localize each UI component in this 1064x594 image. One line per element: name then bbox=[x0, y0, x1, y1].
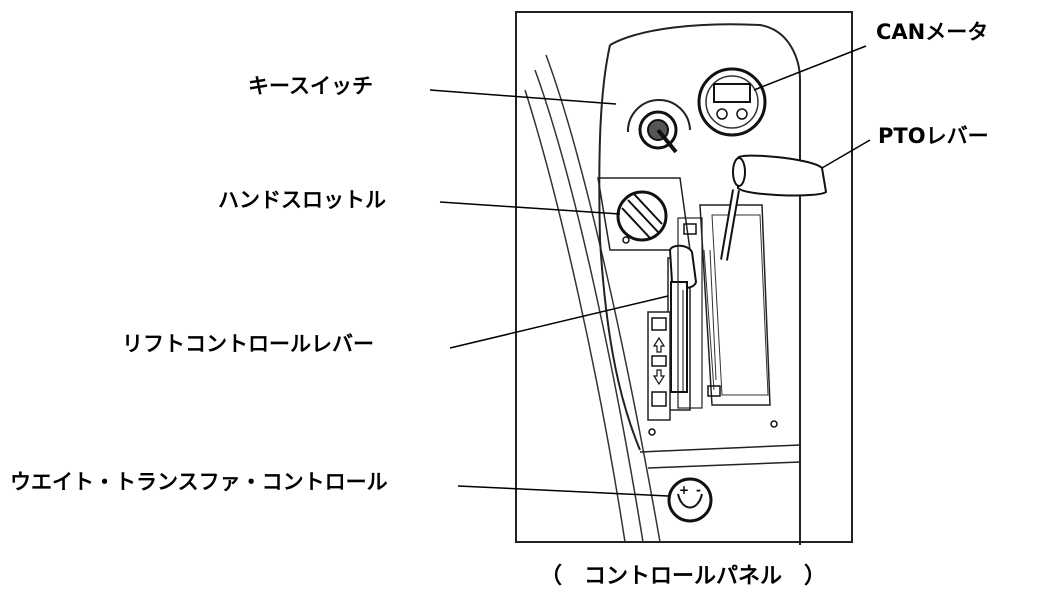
console-divider bbox=[647, 461, 801, 469]
indicator-strip-right bbox=[677, 217, 721, 409]
leader-line-hand-throttle bbox=[439, 201, 621, 215]
label-key-switch: キースイッチ bbox=[248, 74, 373, 98]
leader-line-pto-lever bbox=[821, 139, 871, 169]
screw-hole bbox=[648, 428, 656, 436]
label-lift-control-lever: リフトコントロールレバー bbox=[122, 332, 374, 356]
console-body bbox=[598, 44, 641, 451]
leader-line-weight-transfer bbox=[457, 485, 669, 497]
label-weight-transfer-control: ウエイト・トランスファ・コントロール bbox=[10, 470, 388, 494]
weight-transfer-control-graphic: + - bbox=[667, 477, 713, 523]
key-switch-graphic bbox=[626, 99, 691, 154]
label-can-meter: CANメータ bbox=[876, 20, 989, 44]
console-side-strip bbox=[524, 89, 626, 543]
console-divider bbox=[639, 444, 801, 453]
screw-hole bbox=[770, 420, 778, 428]
can-meter-graphic bbox=[697, 67, 767, 137]
svg-text:-: - bbox=[696, 483, 701, 497]
console-side-strip bbox=[534, 69, 644, 543]
diagram-caption: （ コントロールパネル ） bbox=[540, 564, 827, 589]
leader-line-can-meter bbox=[753, 45, 867, 91]
label-pto-lever: PTOレバー bbox=[878, 124, 989, 148]
label-hand-throttle: ハンドスロットル bbox=[218, 188, 386, 212]
console-body bbox=[609, 23, 801, 545]
leader-line-key-switch bbox=[429, 89, 617, 105]
svg-text:+: + bbox=[679, 483, 689, 497]
indicator-strip-left bbox=[647, 311, 671, 421]
leader-line-lift-control bbox=[449, 295, 669, 349]
hand-throttle-graphic bbox=[616, 190, 668, 244]
console-side-strip bbox=[545, 54, 661, 543]
pto-lever-graphic bbox=[699, 154, 828, 406]
